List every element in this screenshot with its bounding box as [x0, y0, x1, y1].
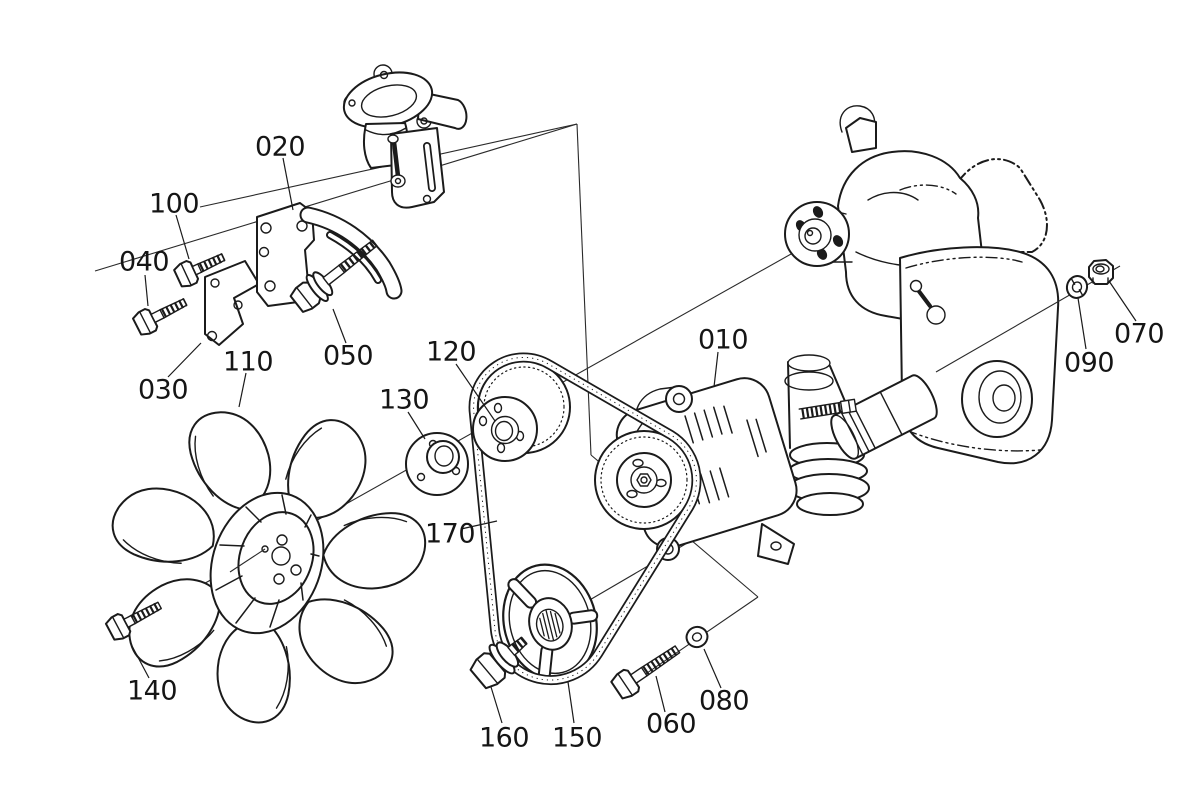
callout-070-hex-nut[interactable]: 070 — [1114, 319, 1165, 350]
leader-line-090 — [1077, 297, 1087, 350]
fan-blades — [111, 411, 427, 724]
leader-line-160 — [490, 686, 503, 724]
bolt-060 — [610, 645, 681, 700]
leader-line-140 — [131, 645, 150, 679]
water-pump-hub — [784, 201, 850, 267]
bolt-040 — [132, 298, 188, 336]
callout-130-pulley-spacer[interactable]: 130 — [379, 385, 430, 416]
callout-layer: 010 020 030 040 050 060 070 080 090 100 110 120 130 1… — [119, 132, 1165, 754]
leader-line-120 — [455, 363, 496, 422]
stud-fitting — [926, 305, 946, 325]
alternator-bracket-020 — [256, 202, 403, 307]
cooling-fan-110 — [111, 411, 427, 724]
bolt-160 — [469, 636, 528, 690]
callout-080-plain-washer[interactable]: 080 — [699, 686, 750, 717]
bracket-stud — [391, 139, 401, 179]
water-pump-pulley-120-face — [472, 396, 538, 462]
leader-line-100 — [175, 214, 190, 260]
axis-line-over-hub — [229, 548, 266, 573]
leader-line-080 — [703, 648, 722, 689]
callout-010-alternator[interactable]: 010 — [698, 325, 749, 356]
leader-line-060 — [655, 675, 666, 713]
pump-top-fitting — [845, 117, 877, 153]
washer-080 — [685, 625, 709, 649]
pulley-hub — [528, 597, 573, 651]
bolt-050 — [289, 239, 378, 313]
callout-060-flange-bolt[interactable]: 060 — [646, 709, 697, 740]
washer-090 — [1065, 275, 1089, 299]
callout-110-cooling-fan[interactable]: 110 — [223, 347, 274, 378]
callout-170-fan-belt[interactable]: 170 — [425, 519, 476, 550]
nut-070 — [1088, 259, 1114, 285]
alternator-top-ear — [665, 385, 693, 413]
callout-030-mounting-plate[interactable]: 030 — [138, 375, 189, 406]
leader-line-070 — [1108, 280, 1137, 322]
alternator-terminal-stud — [798, 398, 857, 420]
splined-shaft — [830, 374, 938, 460]
fan-belt-170 — [468, 352, 702, 686]
leader-line-050 — [332, 308, 347, 344]
callout-040-flange-bolt[interactable]: 040 — [119, 247, 170, 278]
callout-120-water-pump-pulley[interactable]: 120 — [426, 337, 477, 368]
callout-150-crankshaft-pulley[interactable]: 150 — [552, 723, 603, 754]
engine-water-pump-assembly — [784, 105, 1060, 516]
callout-020-alternator-upper-bracket[interactable]: 020 — [255, 132, 306, 163]
block-boss — [961, 360, 1033, 438]
leader-line-020 — [282, 157, 294, 211]
pump-down-pipe — [784, 354, 870, 516]
fan-hub — [209, 491, 325, 635]
leader-line-150 — [567, 681, 575, 724]
fan-hub-spokes — [215, 494, 320, 628]
callout-090-spring-washer[interactable]: 090 — [1064, 348, 1115, 379]
pulley-spokes — [507, 578, 599, 681]
projection-line — [94, 123, 578, 272]
callout-050-adjuster-bolt-with-washer[interactable]: 050 — [323, 341, 374, 372]
leader-line-010 — [713, 351, 719, 388]
adjuster-tab — [757, 523, 795, 565]
spacer-130 — [405, 432, 469, 496]
thermostat-housing — [342, 64, 468, 209]
leader-line-110 — [238, 372, 247, 408]
bolt-100 — [173, 253, 226, 288]
leader-line-040 — [144, 274, 149, 307]
mounting-plate-030 — [204, 260, 260, 346]
stud-axis-line — [935, 265, 1121, 373]
leader-line-130 — [407, 411, 426, 440]
leader-line-170 — [460, 520, 498, 530]
alternator-pulley — [594, 430, 694, 530]
bolt-140 — [104, 601, 162, 641]
projection-line — [576, 123, 592, 456]
callout-140-flange-bolt[interactable]: 140 — [127, 676, 178, 707]
callout-160-crankshaft-pulley-bolt[interactable]: 160 — [479, 723, 530, 754]
callout-100-flange-bolt[interactable]: 100 — [149, 189, 200, 220]
leader-line-030 — [167, 342, 202, 378]
crank-pulley-150 — [502, 563, 599, 681]
spline-hatch — [539, 609, 561, 641]
